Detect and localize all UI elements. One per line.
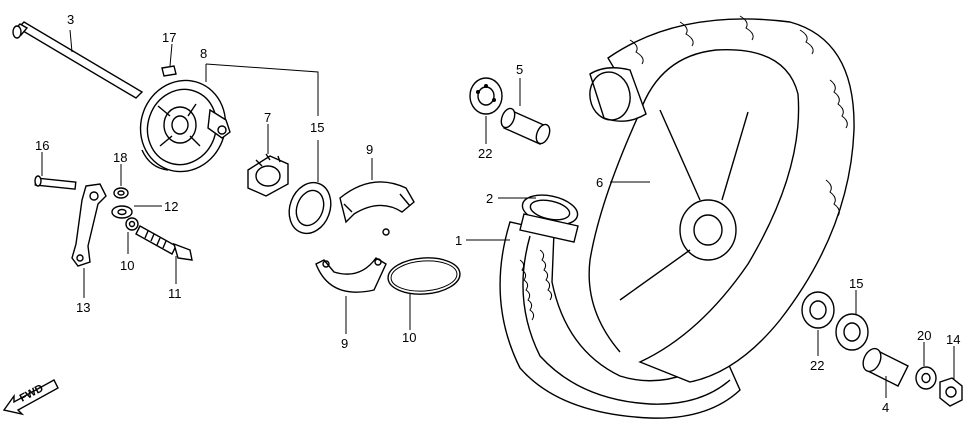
callout-19: 17 <box>162 30 176 45</box>
fwd-direction-arrow: FWD <box>2 379 59 416</box>
seal-part-16 <box>835 313 869 351</box>
callout-22-lower: 22 <box>810 358 824 373</box>
collar-part-5 <box>500 107 551 145</box>
leader-lines <box>41 29 955 398</box>
callout-11: 10 <box>120 258 134 273</box>
nut-part-15 <box>939 377 963 407</box>
brake-panel-part-8 <box>139 79 231 173</box>
callout-21: 20 <box>917 328 931 343</box>
callout-2: 2 <box>486 191 493 206</box>
bearing-part-22-lower <box>801 291 835 329</box>
axle-part-3 <box>12 21 144 99</box>
bolt-part-18 <box>34 175 77 190</box>
callout-7: 7 <box>264 110 271 125</box>
callout-20: 18 <box>113 150 127 165</box>
callout-labels: 3 17 8 7 15 9 16 18 12 10 11 13 9 10 22 … <box>35 12 960 415</box>
spring-part-10 <box>387 257 461 295</box>
gearbox-part-7 <box>247 153 289 197</box>
callout-18: 16 <box>35 138 49 153</box>
callout-8: 8 <box>200 46 207 61</box>
brake-cam-part-12 <box>135 225 193 261</box>
tube-part-2 <box>519 194 579 243</box>
callout-4: 4 <box>882 400 889 415</box>
callout-3: 3 <box>67 12 74 27</box>
callout-14: 13 <box>76 300 90 315</box>
bearing-part-22-upper <box>469 77 503 115</box>
callout-1: 1 <box>455 233 462 248</box>
seal-part-11 <box>125 217 139 231</box>
callout-12: 11 <box>168 286 182 301</box>
callout-5: 5 <box>516 62 523 77</box>
callout-6: 6 <box>596 175 603 190</box>
collar-part-4 <box>862 347 909 387</box>
brake-shoe-lower-part-9 <box>315 257 387 293</box>
clip-part-19 <box>161 65 177 77</box>
callout-9-lower: 9 <box>341 336 348 351</box>
callout-10: 10 <box>402 330 416 345</box>
washer-part-21 <box>915 366 937 390</box>
wheel-part-6 <box>588 15 855 383</box>
callout-13: 12 <box>164 199 178 214</box>
indicator-plate-part-13 <box>111 205 133 219</box>
brake-shoe-upper-part-9 <box>339 181 415 236</box>
oil-seal-part-17 <box>288 181 332 235</box>
tire-part-1 <box>499 221 741 419</box>
brake-arm-part-14 <box>71 183 107 267</box>
callout-16: 15 <box>849 276 863 291</box>
callout-17: 15 <box>310 120 324 135</box>
callout-22-upper: 22 <box>478 146 492 161</box>
callout-9-upper: 9 <box>366 142 373 157</box>
callout-15: 14 <box>946 332 960 347</box>
nut-part-20 <box>113 187 129 199</box>
